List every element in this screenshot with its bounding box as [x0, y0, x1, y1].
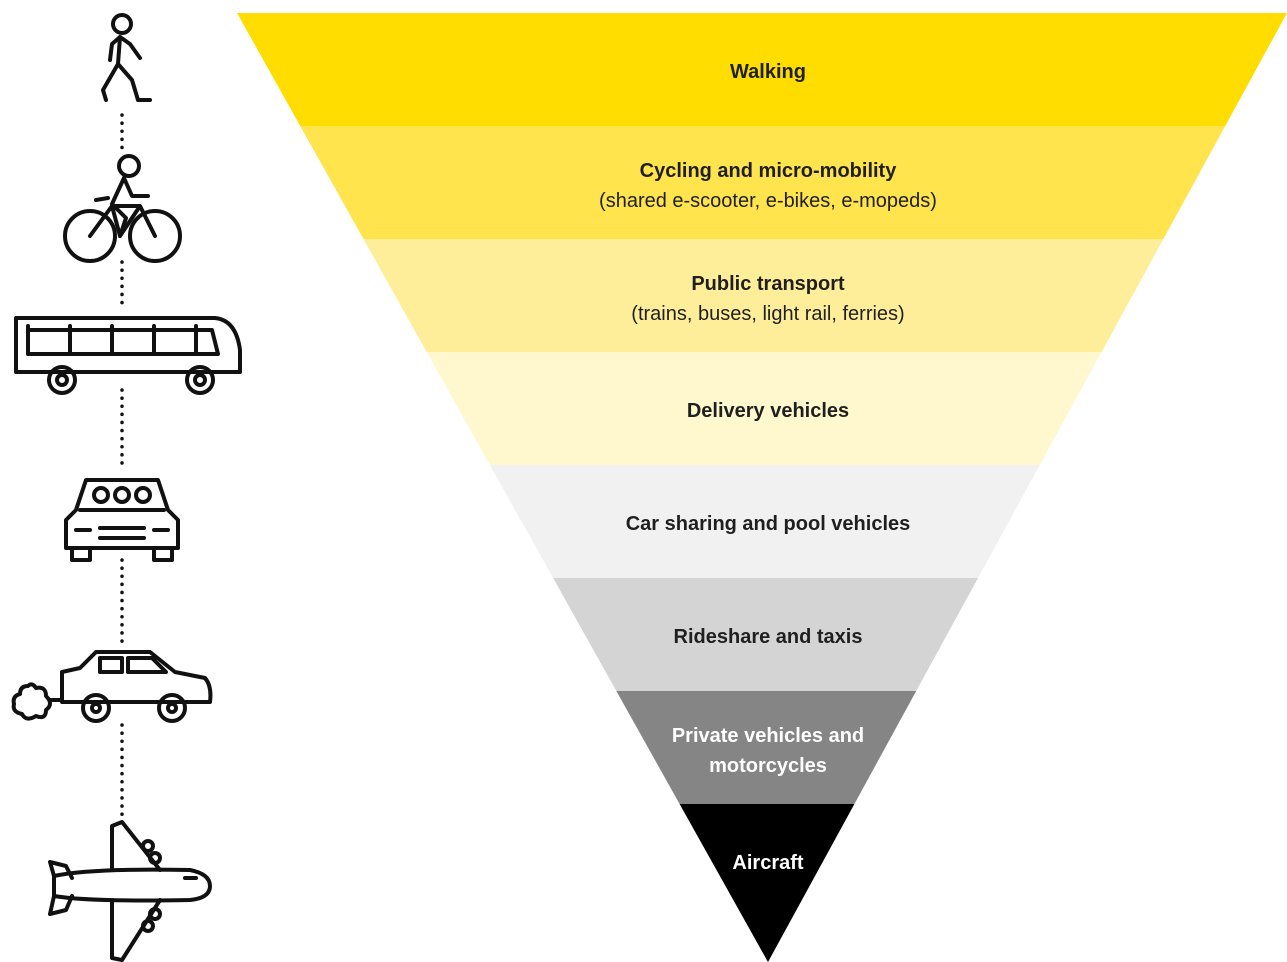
- level-7-subtitle: motorcycles: [709, 755, 827, 777]
- level-3-title: Public transport: [691, 273, 845, 295]
- emitting-car-icon: [11, 650, 213, 723]
- inverted-pyramid: [237, 13, 1287, 962]
- carpool-car-icon: [64, 478, 180, 562]
- level-8-title: Aircraft: [732, 852, 803, 874]
- level-3-subtitle: (trains, buses, light rail, ferries): [631, 303, 904, 325]
- walking-person-icon: [101, 13, 152, 102]
- pyramid-level-2: [237, 126, 1287, 239]
- level-2-title: Cycling and micro-mobility: [640, 160, 898, 182]
- level-7-title: Private vehicles and: [672, 725, 864, 747]
- pyramid-level-7: [237, 691, 1287, 804]
- pyramid-level-1: [237, 13, 1287, 126]
- level-4-title: Delivery vehicles: [687, 400, 849, 422]
- level-5-title: Car sharing and pool vehicles: [626, 513, 911, 535]
- level-6-title: Rideshare and taxis: [674, 626, 863, 648]
- level-1-title: Walking: [730, 61, 806, 83]
- level-2-subtitle: (shared e-scooter, e-bikes, e-mopeds): [599, 190, 937, 212]
- bus-icon: [14, 316, 242, 395]
- cyclist-icon: [63, 154, 182, 263]
- pyramid-level-8: [237, 804, 1287, 962]
- pyramid-level-3: [237, 239, 1287, 352]
- airplane-icon: [48, 820, 212, 962]
